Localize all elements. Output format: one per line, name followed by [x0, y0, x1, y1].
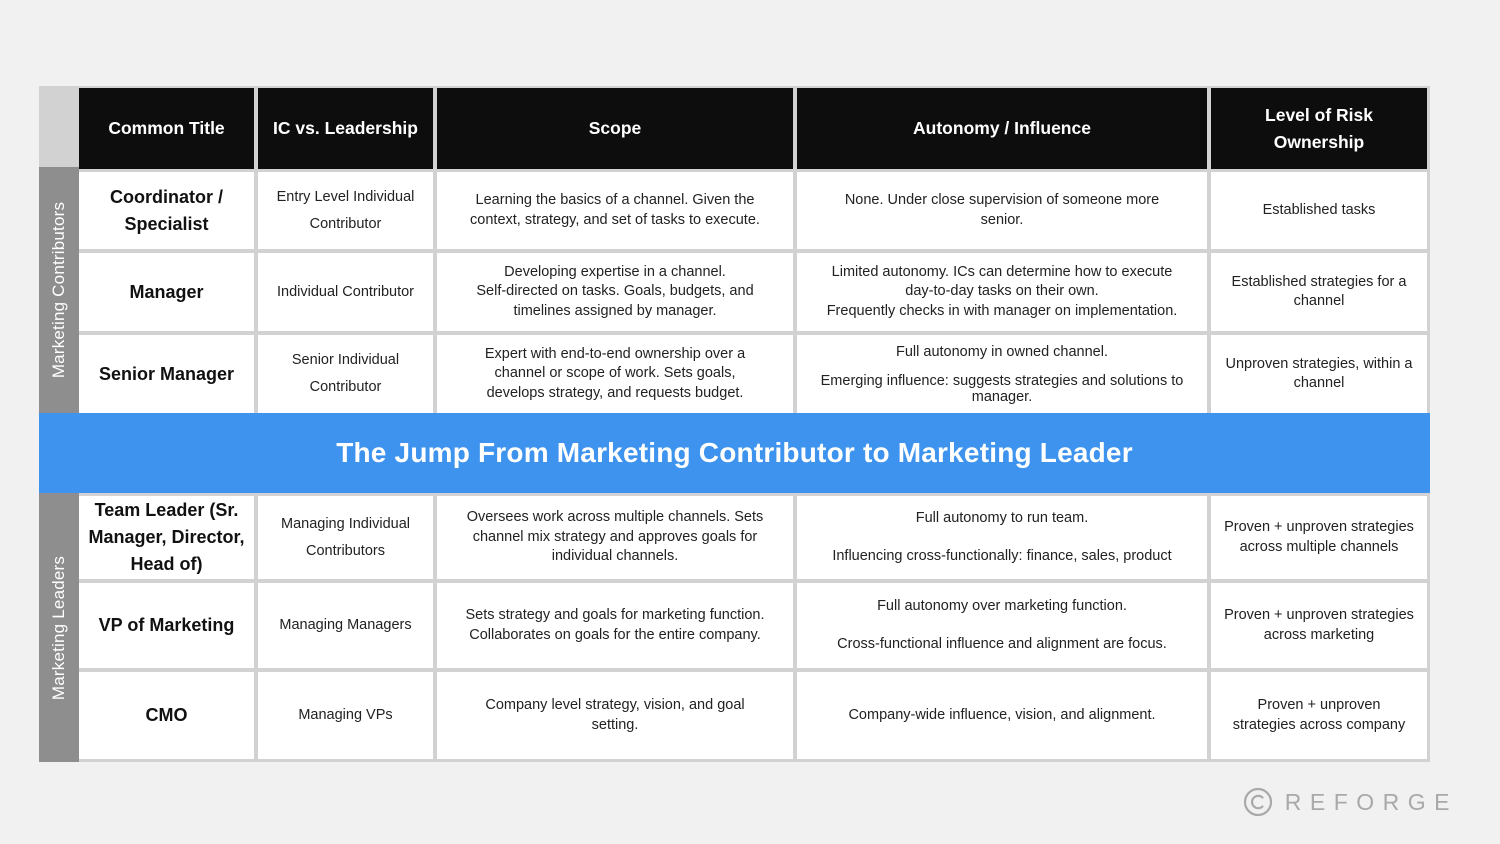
- row-scope: Sets strategy and goals for marketing fu…: [437, 583, 793, 668]
- header-autonomy-influence: Autonomy / Influence: [797, 88, 1207, 169]
- row-ic-leadership: Managing Individual Contributors: [258, 496, 433, 579]
- row-title: Coordinator / Specialist: [79, 172, 254, 249]
- row-autonomy: Company-wide influence, vision, and alig…: [797, 672, 1207, 759]
- row-title: Manager: [79, 253, 254, 331]
- row-title: Senior Manager: [79, 335, 254, 413]
- row-scope: Learning the basics of a channel. Given …: [437, 172, 793, 249]
- row-scope: Oversees work across multiple channels. …: [437, 496, 793, 579]
- row-title: VP of Marketing: [79, 583, 254, 668]
- row-autonomy: Limited autonomy. ICs can determine how …: [797, 253, 1207, 331]
- row-scope: Company level strategy, vision, and goal…: [437, 672, 793, 759]
- header-common-title: Common Title: [79, 88, 254, 169]
- copyright-circle-icon: [1243, 787, 1272, 817]
- row-ic-leadership: Managing VPs: [258, 672, 433, 759]
- group-label-contributors-text: Marketing Contributors: [49, 201, 69, 379]
- row-risk: Unproven strategies, within a channel: [1211, 335, 1427, 413]
- row-autonomy: Full autonomy to run team.Influencing cr…: [797, 496, 1207, 579]
- row-autonomy: None. Under close supervision of someone…: [797, 172, 1207, 249]
- group-label-leaders-text: Marketing Leaders: [49, 555, 69, 700]
- row-ic-leadership: Entry Level Individual Contributor: [258, 172, 433, 249]
- row-risk: Proven + unproven strategies across comp…: [1211, 672, 1427, 759]
- transition-banner-text: The Jump From Marketing Contributor to M…: [336, 437, 1133, 468]
- group-label-contributors: Marketing Contributors: [39, 167, 79, 413]
- row-autonomy: Full autonomy in owned channel.Emerging …: [797, 335, 1207, 413]
- logo-text: REFORGE: [1284, 788, 1458, 815]
- row-ic-leadership: Managing Managers: [258, 583, 433, 668]
- row-ic-leadership: Senior Individual Contributor: [258, 335, 433, 413]
- row-scope: Expert with end-to-end ownership over a …: [437, 335, 793, 413]
- header-risk-ownership: Level of Risk Ownership: [1211, 88, 1427, 169]
- reforge-logo: REFORGE: [1243, 787, 1458, 817]
- row-risk: Proven + unproven strategies across mark…: [1211, 583, 1427, 668]
- transition-banner: The Jump From Marketing Contributor to M…: [39, 413, 1430, 493]
- row-ic-leadership: Individual Contributor: [258, 253, 433, 331]
- header-ic-vs-leadership: IC vs. Leadership: [258, 88, 433, 169]
- row-risk: Established strategies for a channel: [1211, 253, 1427, 331]
- row-title: Team Leader (Sr. Manager, Director, Head…: [79, 496, 254, 579]
- row-autonomy: Full autonomy over marketing function.Cr…: [797, 583, 1207, 668]
- header-scope: Scope: [437, 88, 793, 169]
- group-label-leaders: Marketing Leaders: [39, 493, 79, 762]
- row-scope: Developing expertise in a channel.Self-d…: [437, 253, 793, 331]
- row-risk: Proven + unproven strategies across mult…: [1211, 496, 1427, 579]
- row-title: CMO: [79, 672, 254, 759]
- row-risk: Established tasks: [1211, 172, 1427, 249]
